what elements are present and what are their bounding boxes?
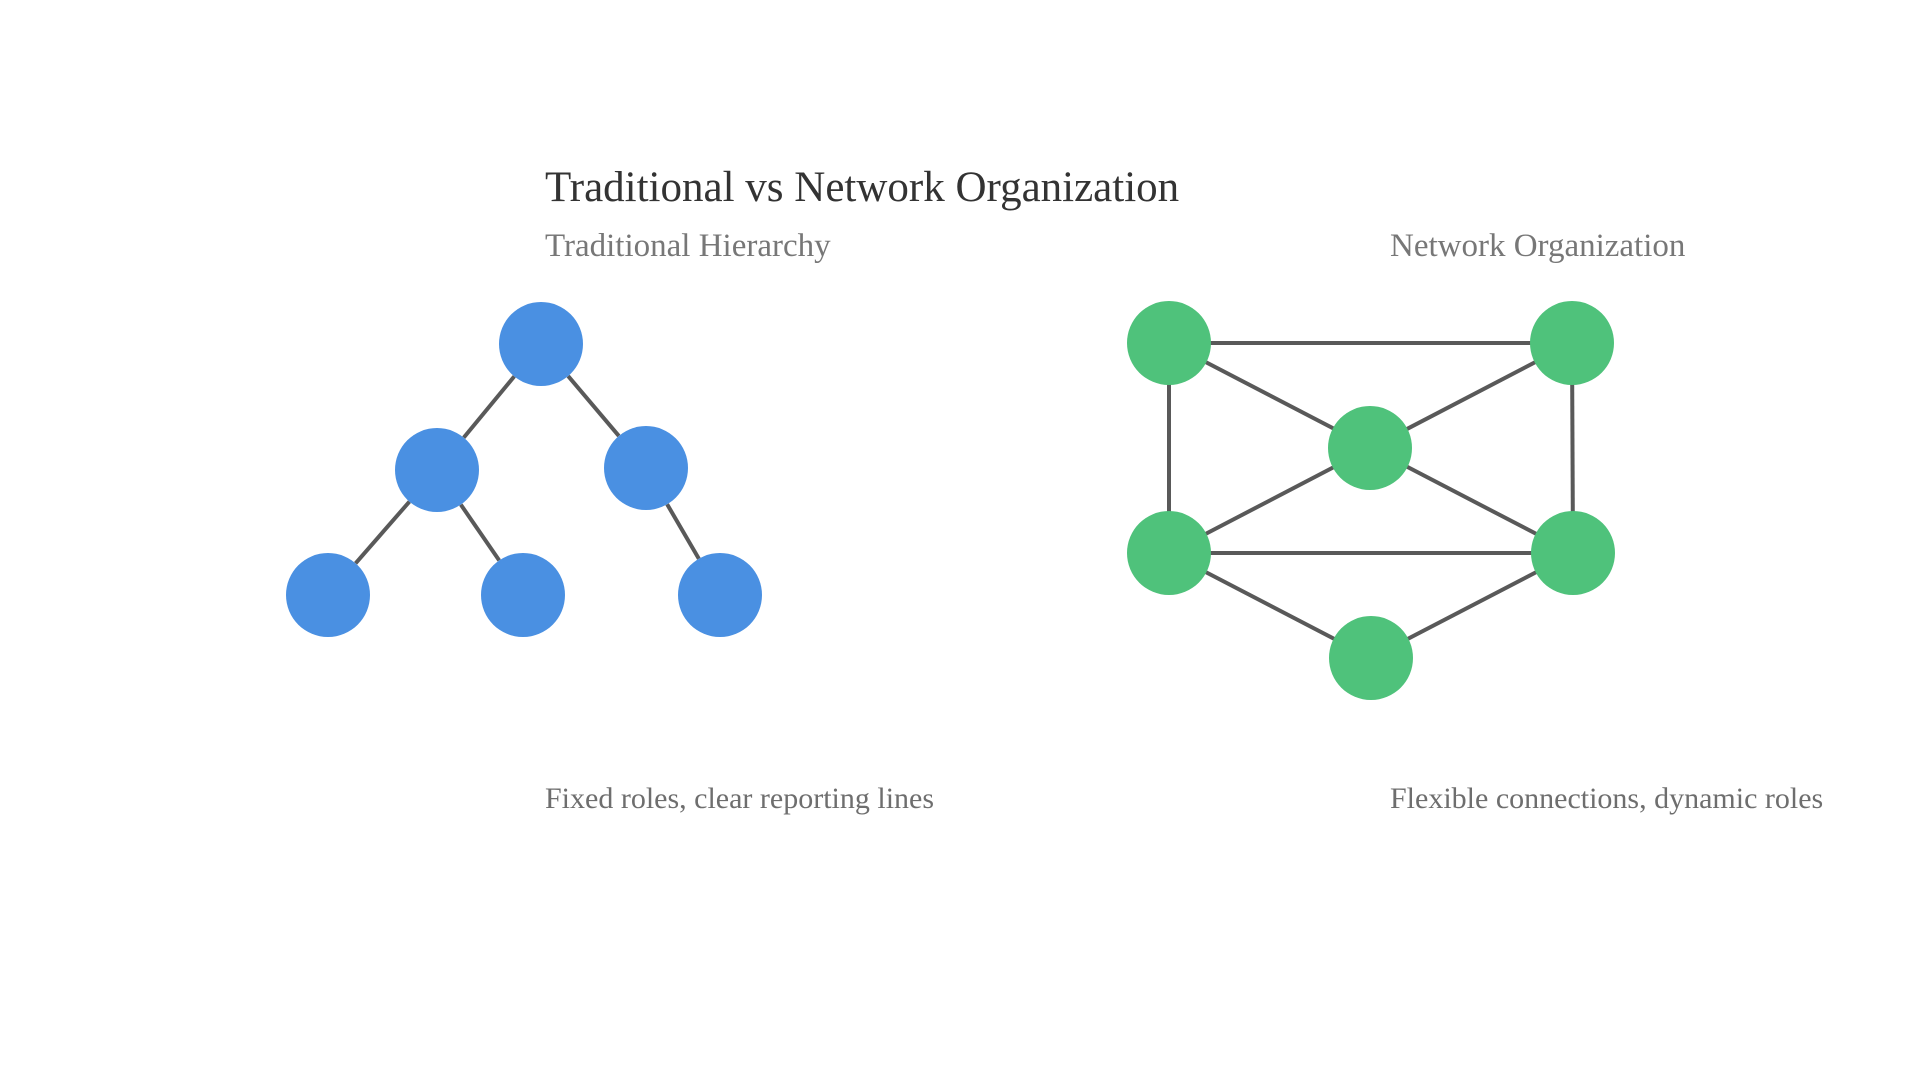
panel-caption-network: Flexible connections, dynamic roles (1390, 782, 1824, 815)
network-node-top-left[interactable] (1127, 301, 1211, 385)
page-title: Traditional vs Network Organization (545, 164, 1180, 211)
connector-line (354, 500, 411, 565)
connector-line (462, 375, 516, 439)
network-edge-group (1167, 341, 1575, 660)
network-node-center[interactable] (1328, 406, 1412, 490)
network-node-bottom-left[interactable] (1127, 511, 1211, 595)
network-node-bottom-center[interactable] (1329, 616, 1413, 700)
network-node-top-right[interactable] (1530, 301, 1614, 385)
hierarchy-node-root[interactable] (499, 302, 583, 386)
hierarchy-node-leaf-3[interactable] (678, 553, 762, 637)
hierarchy-node-leaf-1[interactable] (286, 553, 370, 637)
hierarchy-edge-group (354, 374, 701, 565)
connector-line (566, 374, 621, 438)
connector-line (459, 503, 501, 562)
hierarchy-node-group (286, 302, 762, 637)
hierarchy-node-mid-r[interactable] (604, 426, 688, 510)
network-node-bottom-right[interactable] (1531, 511, 1615, 595)
panel-caption-hierarchy: Fixed roles, clear reporting lines (545, 782, 935, 815)
hierarchy-node-mid-l[interactable] (395, 428, 479, 512)
network-node-group (1127, 301, 1615, 700)
hierarchy-node-leaf-2[interactable] (481, 553, 565, 637)
panel-subtitle-network: Network Organization (1390, 228, 1686, 264)
panel-subtitle-hierarchy: Traditional Hierarchy (545, 228, 831, 264)
connector-line (665, 503, 701, 560)
